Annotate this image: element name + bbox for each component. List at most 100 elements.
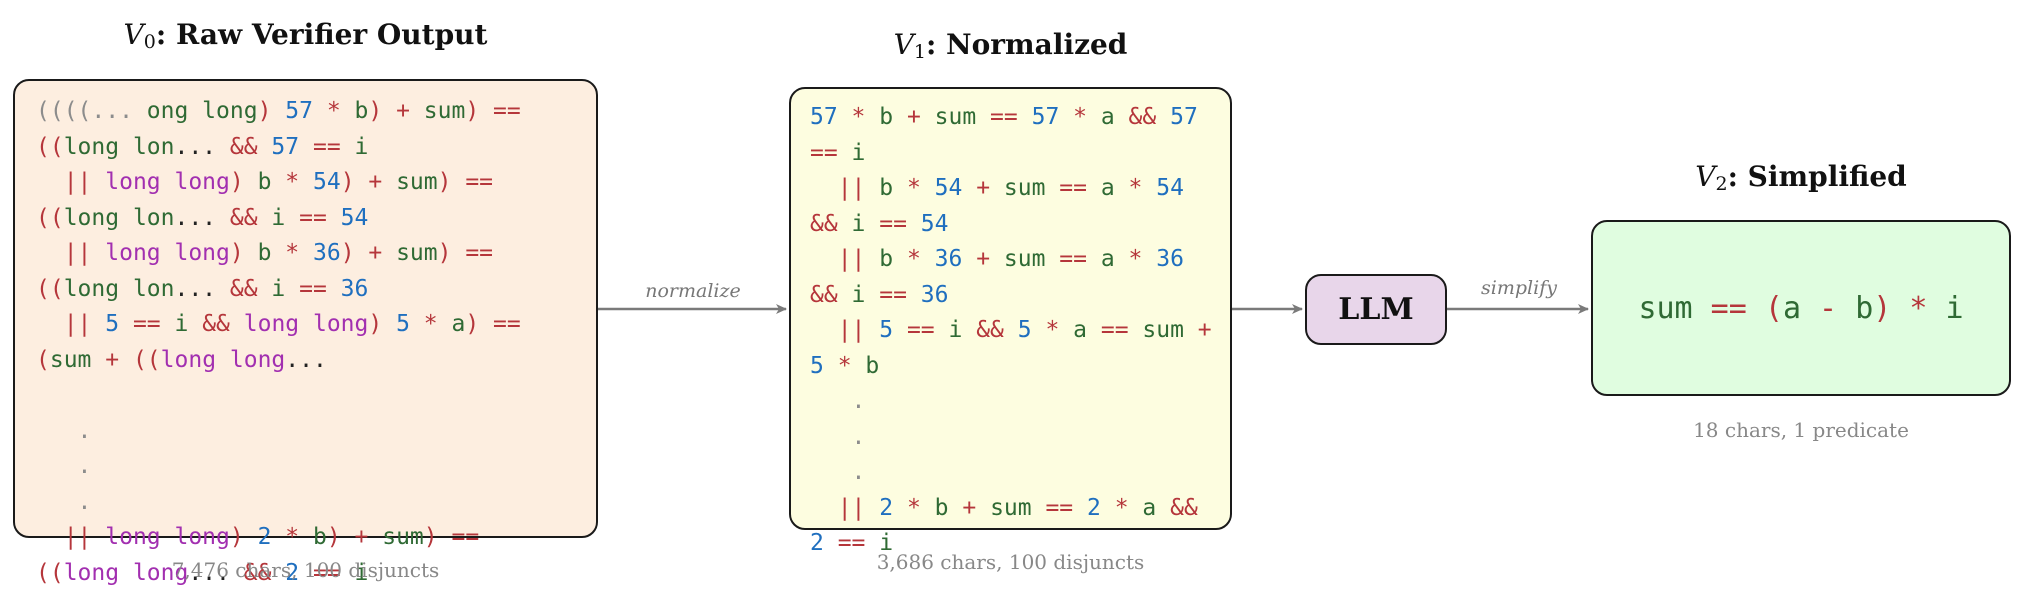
code-token: (( [36,559,64,586]
code-token: i [879,530,894,556]
raw-output-caption: 7,476 chars, 100 disjuncts [171,558,440,582]
code-line: sum == (a - b) * i [1638,291,1963,326]
code-token: ... [174,133,230,160]
code-token: ) + [340,169,397,195]
code-token: b [879,246,894,272]
code-token: sum [1638,290,1693,326]
code-line: || b * 36 + sum == a * 36 [810,242,1212,278]
code-token: * [409,311,452,337]
code-token: sum [1142,317,1184,343]
stage-title-sub: 1 [913,41,926,63]
code-token: == [119,311,175,337]
code-token: long long [105,169,230,195]
code-token: i [174,311,189,337]
code-token: == [976,104,1032,130]
code-token: ... [188,559,244,586]
code-token: || [36,240,106,266]
code-token: b [1855,290,1874,326]
code-token: == [285,275,341,302]
code-token: ) + [326,524,383,550]
code-token: == [299,133,355,160]
code-line: . [810,420,1212,456]
code-line: 5 * b [810,349,1212,385]
code-token: * [1031,317,1074,343]
code-token: i [257,204,286,231]
code-line: 2 == i [810,526,1212,562]
code-token: 36 [1156,246,1184,272]
code-token: ) + [368,98,424,124]
code-line: ((long lon... && i == 54 [36,201,521,237]
code-token: b [879,104,894,130]
code-line: (sum + ((long long... [36,343,521,379]
code-token: sum [396,240,438,266]
stage-title-var: V [1695,160,1716,193]
stage-title-text: : Raw Verifier Output [155,18,488,51]
raw-output-code: ((((... ong long) 57 * b) + sum) ==((lon… [36,94,521,591]
code-token: 5 [879,317,894,343]
simplify-label: simplify [1481,277,1557,299]
code-token: ) [368,311,397,337]
code-token: * [1114,246,1157,272]
code-token: ( [36,346,50,373]
code-token: sum [49,346,92,373]
code-token: * [271,524,313,550]
code-token: 36 [920,281,949,308]
normalized-panel [789,87,1232,530]
code-line: ((((... ong long) 57 * b) + sum) == [36,94,521,130]
code-token: ... [174,275,230,302]
code-line: || b * 54 + sum == a * 54 [810,171,1212,207]
code-token: == [865,210,921,237]
code-token: || [810,494,880,521]
code-token: . [36,417,92,444]
code-line: == i [810,136,1212,172]
code-token: b [865,352,880,379]
code-token: . [810,423,866,450]
code-line: || long long) b * 36) + sum) == [36,236,521,272]
code-token: == [810,139,838,166]
code-token: a [1073,317,1088,343]
code-token: == [299,559,355,586]
code-token: + [948,494,991,521]
code-token: . [810,459,866,485]
code-token: * [893,175,935,201]
code-token: i [837,210,866,237]
code-line: ((long lon... && i == 36 [36,272,521,308]
code-token: && [810,281,838,308]
code-token: i [837,281,866,308]
code-token: ) == [465,98,521,124]
code-token: && [962,317,1018,343]
code-token: long long [105,240,230,266]
code-token: 57 [1170,104,1198,130]
raw-output-panel [13,79,598,538]
code-token: a [451,311,466,337]
code-line: || 5 == i && 5 * a == sum + [810,313,1212,349]
normalized-code: 57 * b + sum == 57 * a && 57== i || b * … [810,100,1212,562]
code-token: long lon [63,204,175,231]
code-token: b [354,98,369,124]
code-line: && i == 36 [810,278,1212,314]
code-token: (( [36,275,64,302]
code-line: || long long) 2 * b) + sum) == [36,520,521,556]
code-token: ( [1764,290,1783,326]
code-token: i [948,317,963,343]
code-token: ... [285,346,327,373]
code-token: 54 [312,169,341,195]
code-token: * [893,494,935,521]
code-token: + [962,175,1004,201]
code-token: long lon [63,275,175,302]
code-token: || [810,317,880,343]
code-token: && [1156,494,1198,521]
code-token: && [229,133,258,160]
code-token: * [1059,104,1101,130]
code-line: || 5 == i && long long) 5 * a) == [36,307,521,343]
stage-title-text: : Normalized [925,28,1128,61]
code-token: long lon [63,133,175,160]
code-token: a [1100,246,1115,272]
code-token: 57 [1031,104,1060,130]
code-line: || long long) b * 54) + sum) == [36,165,521,201]
code-token: sum [423,98,466,124]
code-line: || 2 * b + sum == 2 * a && [810,491,1212,527]
code-line: && i == 54 [810,207,1212,243]
code-token: && [243,559,272,586]
code-token: && [810,210,838,237]
